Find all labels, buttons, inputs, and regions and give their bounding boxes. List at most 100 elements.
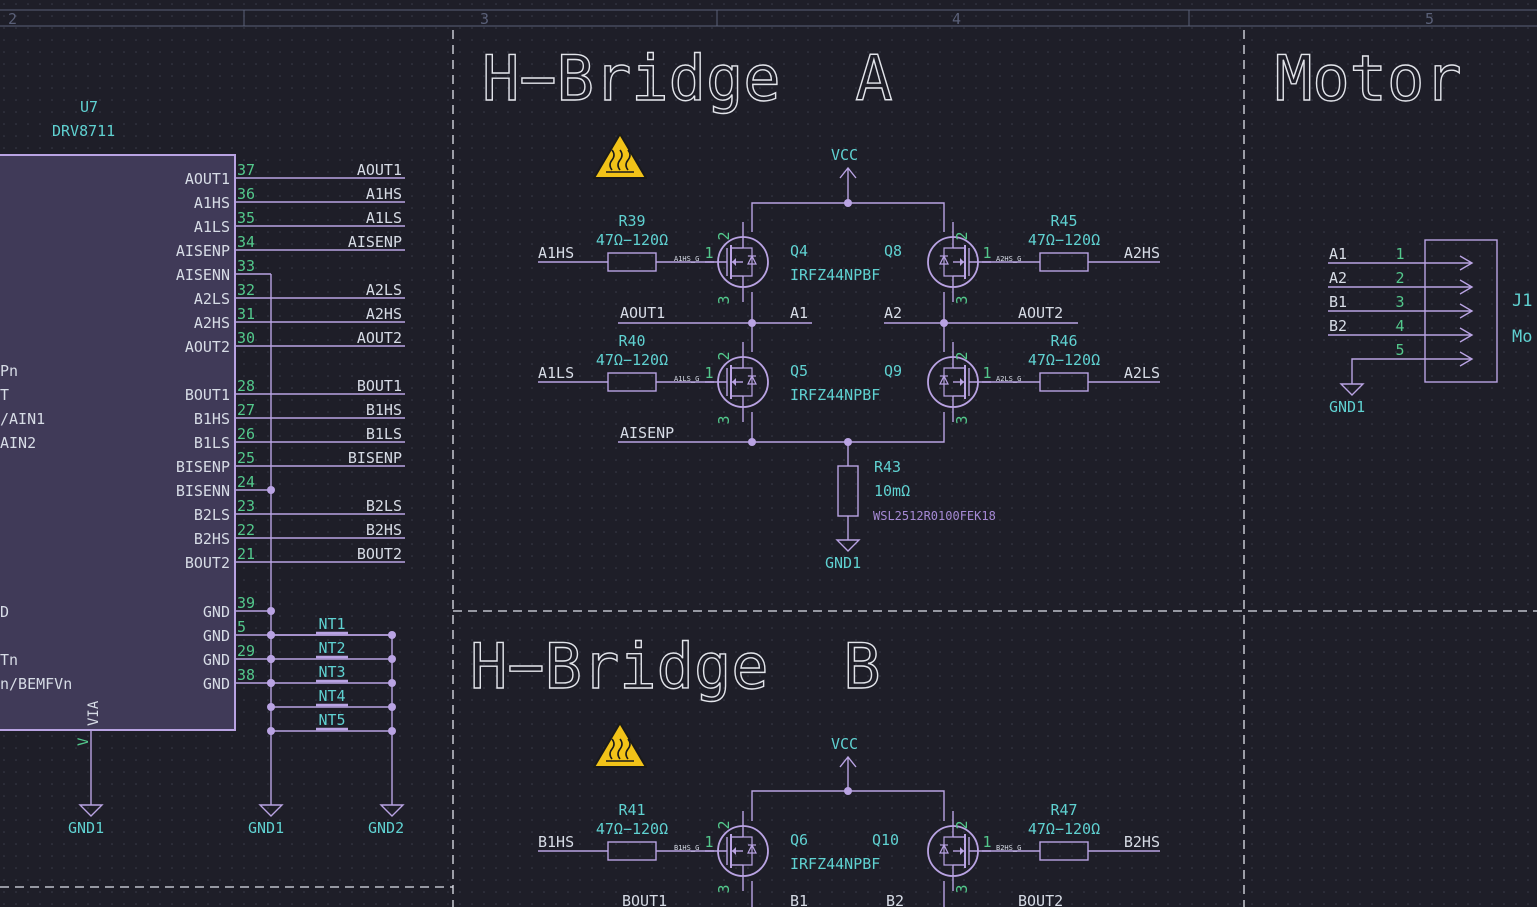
junction-dot [388, 631, 396, 639]
resistor-ref: R41 [618, 801, 645, 819]
driver-left-pin-fragment: Tn [0, 651, 18, 669]
mosfet-ref: Q6 [790, 831, 808, 849]
mosfet-ref: Q4 [790, 242, 808, 260]
sense-resistor-r43[interactable]: R43 10mΩ WSL2512R0100FEK18 [837, 458, 996, 523]
gate-node-label: A2LS_G [996, 375, 1021, 383]
vcc-arrow-icon: VCC [831, 735, 858, 791]
mosfet-pin-number: 2 [715, 231, 733, 240]
net-tie-ref: NT3 [318, 663, 345, 681]
driver-net-label: BISENP [348, 449, 402, 467]
net-label-aout1: AOUT1 [620, 304, 665, 322]
net-tie-nt4[interactable]: NT4 [267, 687, 396, 711]
mosfet-pin-number: 2 [953, 351, 971, 360]
driver-left-pin-fragment: n/BEMFVn [0, 675, 72, 693]
connector-pin-5[interactable]: 5 [1378, 341, 1474, 367]
connector-pin-4[interactable]: 4B2 [1328, 317, 1474, 343]
gnd-symbol-icon: GND1 [1329, 383, 1365, 416]
net-tie-nt3[interactable]: NT3 [267, 663, 396, 687]
driver-pin-number: 34 [237, 233, 255, 251]
bridge-a-junctions [748, 199, 948, 446]
resistor-ref: R45 [1050, 212, 1077, 230]
driver-net-label: AOUT1 [357, 161, 402, 179]
driver-pin-name: GND [203, 651, 230, 669]
net-tie-ref: NT5 [318, 711, 345, 729]
connector-pin-arrow [1459, 279, 1474, 295]
driver-pin-name: AOUT2 [185, 338, 230, 356]
driver-pin-name: A2LS [194, 290, 230, 308]
driver-left-pin-fragment: AIN2 [0, 434, 36, 452]
driver-pin-number: 28 [237, 377, 255, 395]
junction-dot [267, 727, 275, 735]
resistor-value: 47Ω−120Ω [596, 820, 668, 838]
driver-pin-name: BISENP [176, 458, 230, 476]
mosfet-value: IRFZ44NPBF [790, 855, 880, 873]
gnd-label: GND1 [1329, 398, 1365, 416]
connector-pin-2[interactable]: 2A2 [1328, 269, 1474, 295]
driver-pin-name: A1LS [194, 218, 230, 236]
hot-surface-warning-icon [593, 722, 647, 768]
net-tie-nt1[interactable]: NT1 [267, 615, 396, 639]
gate-net-label: A2LS [1124, 364, 1160, 382]
connector-pin-3[interactable]: 3B1 [1328, 293, 1474, 319]
junction-dot [267, 679, 275, 687]
resistor-value: 47Ω−120Ω [596, 351, 668, 369]
vcc-label: VCC [831, 146, 858, 164]
mosfet-pin-number: 1 [982, 364, 991, 382]
resistor-value: 47Ω−120Ω [1028, 231, 1100, 249]
net-label-b1: B1 [790, 892, 808, 907]
connector-pin-number: 1 [1395, 245, 1404, 263]
driver-pin-name: B1HS [194, 410, 230, 428]
net-tie-nt5[interactable]: NT5 [267, 711, 396, 735]
driver-pin-number: 38 [237, 666, 255, 684]
frame-ruler: 2 3 4 5 [0, 9, 1537, 28]
driver-pin-number: 33 [237, 257, 255, 275]
resistor-ref: R40 [618, 332, 645, 350]
h-bridge-a[interactable]: VCC AOUT1 A1 A2 AOUT2 AISENP R43 [538, 133, 1160, 572]
driver-net-label: AOUT2 [357, 329, 402, 347]
mosfet-pin-number: 3 [953, 415, 971, 424]
resistor-ref: R47 [1050, 801, 1077, 819]
gnd2-label: GND2 [368, 819, 404, 837]
driver-left-pin-fragment: /AIN1 [0, 410, 45, 428]
driver-net-label: A1HS [366, 185, 402, 203]
driver-gnd-wiring [90, 274, 393, 805]
connector-pin-1[interactable]: 1A1 [1328, 245, 1474, 271]
gate-node-label: A1HS_G [674, 255, 699, 263]
net-tie-nt2[interactable]: NT2 [267, 639, 396, 663]
resistor-value: 47Ω−120Ω [1028, 351, 1100, 369]
resistor-ref: R46 [1050, 332, 1077, 350]
driver-pin-number: 29 [237, 642, 255, 660]
